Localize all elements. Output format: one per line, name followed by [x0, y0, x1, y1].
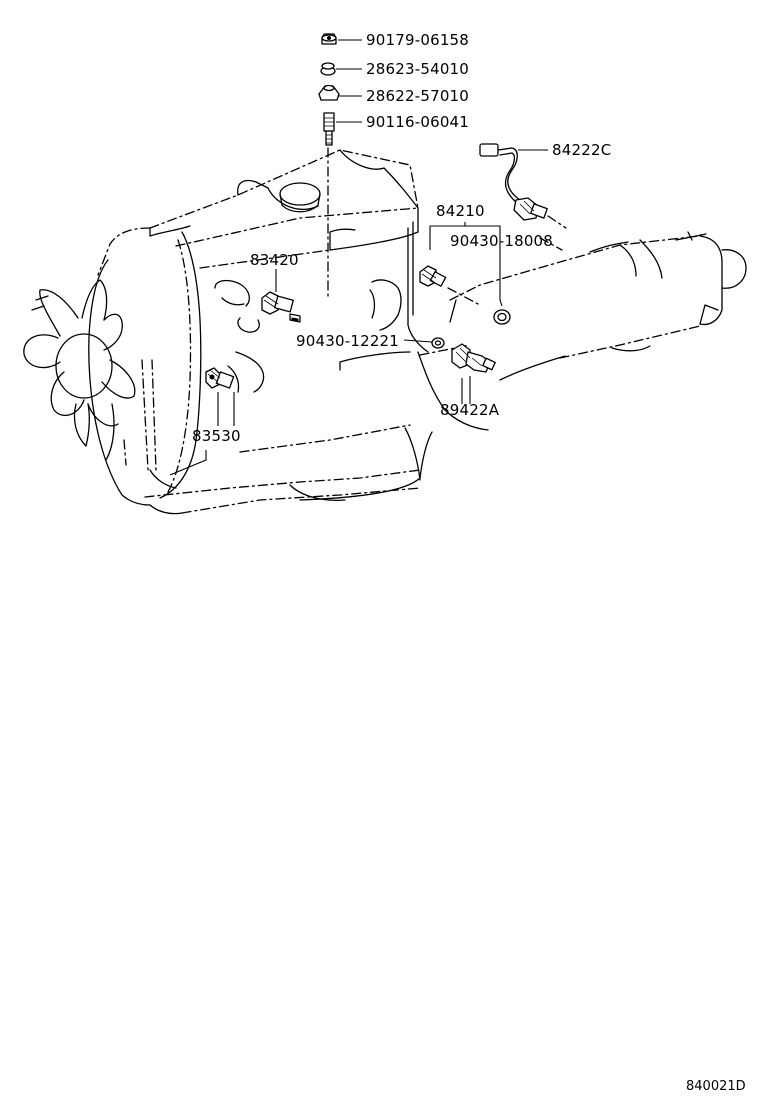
label-cushion-upper: 28623-54010: [366, 60, 470, 78]
cushion-upper-part: [320, 62, 336, 76]
label-gauge-sender: 83530: [192, 427, 241, 445]
engine-block-outline: [23, 149, 747, 515]
label-o2-sensor: 84222C: [552, 141, 612, 159]
gauge-sender-part: [205, 367, 235, 389]
nut-part: [321, 33, 337, 45]
leader-lines: [169, 39, 548, 476]
label-nut: 90179-06158: [366, 31, 470, 49]
label-water-temp-sensor: 89422A: [440, 401, 500, 419]
label-gasket-switch: 90430-18008: [450, 232, 554, 250]
gasket-sensor-part: [431, 337, 445, 349]
label-oil-pressure-switch: 83420: [250, 251, 299, 269]
stud-bolt-part: [323, 112, 335, 146]
label-switch-assy: 84210: [436, 202, 485, 220]
oil-pressure-switch-part: [261, 291, 301, 323]
cushion-lower-part: [318, 84, 340, 101]
diagram-code: 840021D: [686, 1079, 746, 1094]
switch-assy-part: [419, 265, 479, 305]
label-cushion-lower: 28622-57010: [366, 87, 470, 105]
gasket-switch-part: [493, 309, 511, 325]
label-stud-bolt: 90116-06041: [366, 113, 470, 131]
water-temp-sensor-part: [451, 343, 496, 373]
label-gasket-sensor: 90430-12221: [296, 332, 400, 350]
o2-sensor-part: [479, 143, 567, 229]
